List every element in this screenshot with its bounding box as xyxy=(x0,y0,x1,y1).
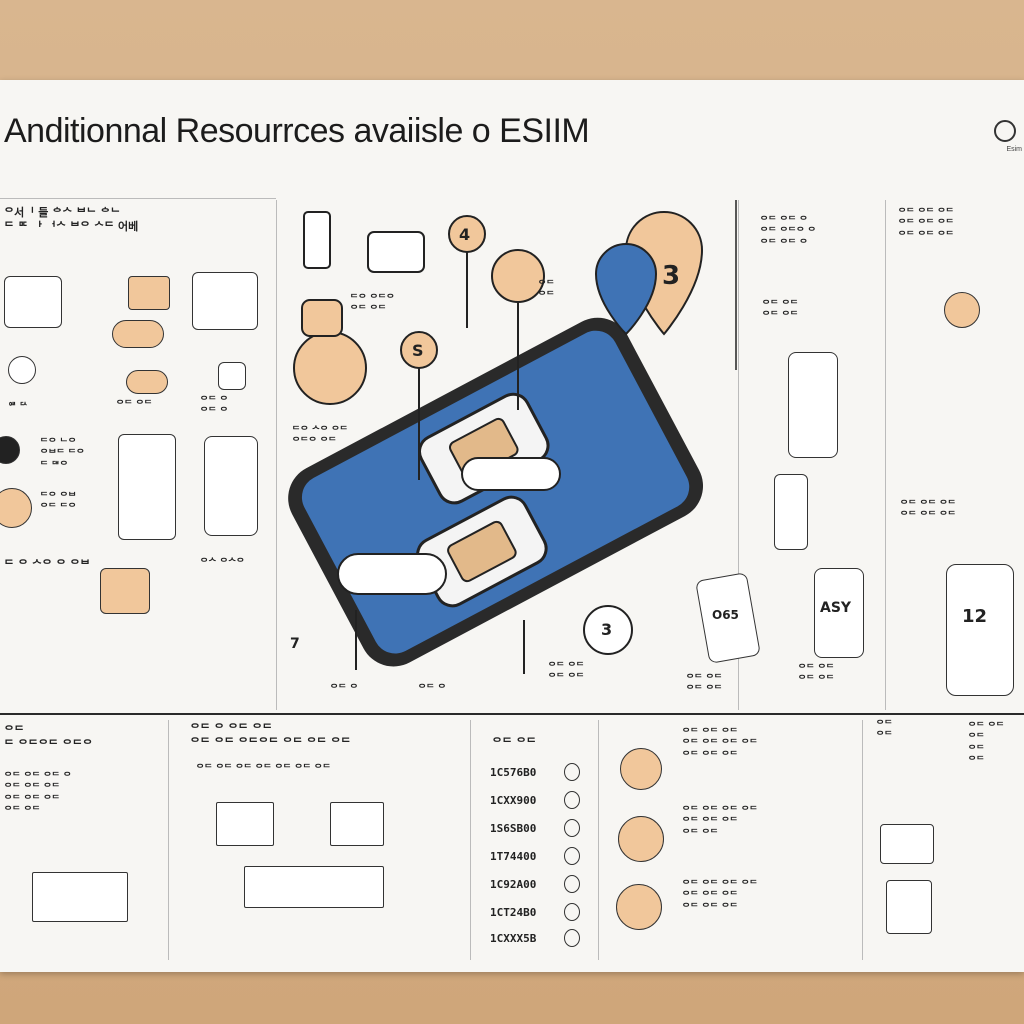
center-illustration xyxy=(288,200,737,674)
upper-pill xyxy=(461,457,561,491)
brand-logo-icon xyxy=(994,120,1016,142)
support-person-icon xyxy=(620,748,662,790)
cloud-small-icon xyxy=(126,370,168,394)
person-icon xyxy=(8,356,36,384)
document-icon xyxy=(100,568,150,614)
phone-left-value: O65 xyxy=(712,608,739,622)
bottom-caption-2: ᄋᄃ ᄋᄃ ᄋᄃ ᄋᄃ ᄋᄃ ᄋᄃ ᄋᄃ xyxy=(196,764,331,774)
section-divider-bottom xyxy=(0,713,1024,715)
left-caption-scribble: ᄋᄅ ᄃᄉ xyxy=(8,402,28,412)
mail-icon xyxy=(218,362,246,390)
center-caption-6: ᄋᄃ ᄋ xyxy=(418,684,446,694)
man-icon xyxy=(616,884,662,930)
phone-right-card xyxy=(814,568,864,658)
list-row-7[interactable]: 1CXXX5B xyxy=(490,929,590,947)
cloud-icon xyxy=(112,320,164,348)
bottom-doc-icon-1 xyxy=(216,802,274,846)
divider-bottom-1 xyxy=(168,720,169,960)
left-caption-scribble-4: ᄋᄃ ᄋᄃ xyxy=(116,400,153,410)
list-row-6[interactable]: 1CT24B0 xyxy=(490,903,590,921)
bottom-table-icon xyxy=(32,872,128,922)
pin-icon xyxy=(564,929,580,947)
divider-right-panel xyxy=(738,200,739,710)
pin-blue xyxy=(594,243,658,336)
phone-right-value: ASY xyxy=(820,600,852,616)
divider-bottom-2 xyxy=(470,720,471,960)
callout-circle-person xyxy=(491,249,545,303)
list-row-4[interactable]: 1T74400 xyxy=(490,847,590,865)
callout-label-3-pin: 3 xyxy=(662,261,681,291)
badge-tan-icon xyxy=(0,488,32,528)
hand-phone-icon xyxy=(118,434,176,540)
woman-avatar xyxy=(293,331,367,405)
tan-card-icon xyxy=(128,276,170,310)
pin-icon xyxy=(564,791,580,809)
list-row-1[interactable]: 1C576B0 xyxy=(490,763,590,781)
bottom-grid-icon xyxy=(244,866,384,908)
callout-label-3: 3 xyxy=(601,620,613,639)
list-row-2[interactable]: 1CXX900 xyxy=(490,791,590,809)
keypad-phone-icon xyxy=(946,564,1014,696)
callout-label-4: 4 xyxy=(459,225,471,244)
avatar-card-icon xyxy=(4,276,62,328)
list-row-3[interactable]: 1S6SB00 xyxy=(490,819,590,837)
page-title: Anditionnal Resourrces avaiisle o ESIIM xyxy=(4,112,590,150)
phone-app-icon xyxy=(788,352,838,458)
keypad-value: 12 xyxy=(962,606,988,627)
phone-screen-icon xyxy=(204,436,258,536)
divider-far-right-panel xyxy=(885,200,886,710)
list-row-5[interactable]: 1C92A00 xyxy=(490,875,590,893)
center-caption-5: ᄋᄃ ᄋ xyxy=(330,684,358,694)
divider-top-left xyxy=(0,198,276,199)
callout-label-7: 7 xyxy=(290,636,300,652)
printer-icon xyxy=(880,824,934,864)
callout-label-s: S xyxy=(412,341,424,360)
divider-left-panel xyxy=(276,200,277,710)
left-subheading-scribble: ᄃ ᄋ ᄉᄋ ᄋ ᄋᄇ xyxy=(4,558,91,571)
pin-icon xyxy=(564,875,580,893)
profile-card-icon xyxy=(192,272,258,330)
pin-icon xyxy=(564,763,580,781)
lower-pill xyxy=(337,553,447,595)
pin-icon xyxy=(564,847,580,865)
divider-bottom-4 xyxy=(862,720,863,960)
small-phone xyxy=(303,211,331,269)
pin-icon xyxy=(564,819,580,837)
left-subheading-scribble-2: ᄋᄉ ᄋᄉᄋ xyxy=(200,558,245,568)
woman-phone-icon xyxy=(618,816,664,862)
runner-icon xyxy=(944,292,980,328)
poster-sheet: Anditionnal Resourrces avaiisle o ESIIM … xyxy=(0,80,1024,972)
callout-circle-3 xyxy=(583,605,633,655)
list-heading: ᄋᄃ ᄋᄃ xyxy=(492,736,537,749)
bottom-doc-icon-2 xyxy=(330,802,384,846)
pin-icon xyxy=(564,903,580,921)
document-stack-icon xyxy=(886,880,932,934)
brand-text: Esim xyxy=(1006,146,1022,153)
phone-hand-icon xyxy=(774,474,808,550)
divider-bottom-3 xyxy=(598,720,599,960)
